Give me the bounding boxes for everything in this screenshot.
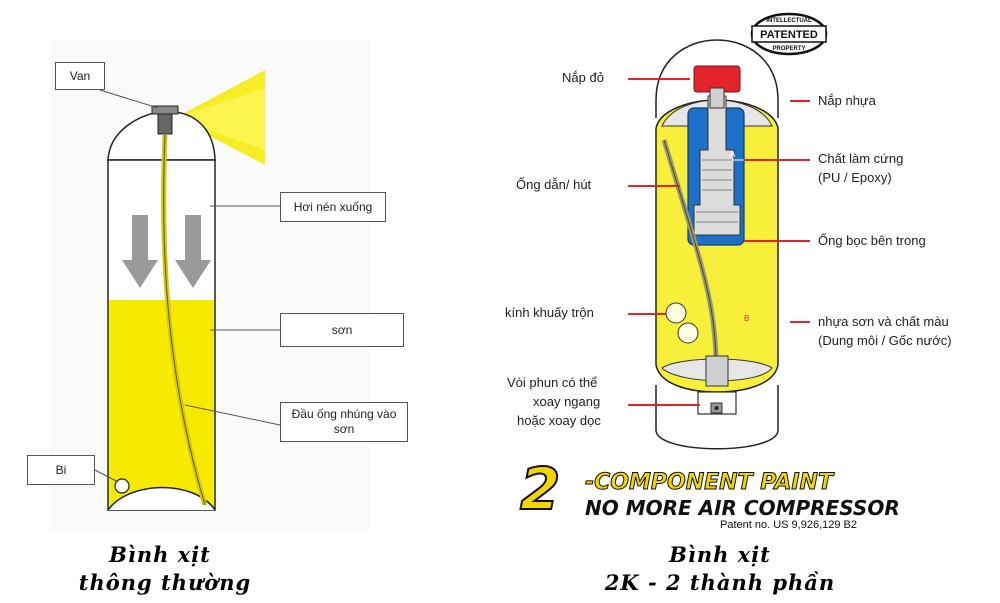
resin-label: nhựa sơn và chất màu xyxy=(818,314,949,329)
ball-text: Bi xyxy=(55,462,67,477)
inner-sleeve-label: Ống bọc bên trong xyxy=(818,233,926,248)
left-caption-line2: thông thường xyxy=(78,570,252,595)
badge-bottom-text: PROPERTY xyxy=(772,46,805,52)
nozzle-label-line1: Vòi phun có thể xyxy=(507,375,598,390)
marker-a: A xyxy=(730,150,736,159)
paint-label: sơn xyxy=(280,313,404,347)
dip-tube-text: Đầu ống nhúng vào sơn xyxy=(291,407,397,436)
hardener-label: Chất làm cứng xyxy=(818,151,904,166)
compression-arrows xyxy=(122,215,211,288)
right-caption-line2: 2K - 2 thành phần xyxy=(604,570,836,595)
resin-sub-label: (Dung môi / Gốc nước) xyxy=(818,333,952,348)
dip-tube-label: Đầu ống nhúng vào sơn xyxy=(280,402,408,442)
badge-top-text: INTELLECTUAL xyxy=(766,18,812,24)
tube-label: Ống dẫn/ hút xyxy=(516,177,592,192)
nozzle-label-line3: hoặc xoay dọc xyxy=(517,413,601,428)
mixing-ball-label: kính khuấy trộn xyxy=(505,305,594,320)
patented-badge: INTELLECTUAL PATENTED PROPERTY xyxy=(750,12,828,56)
compressed-gas-label: Hơi nén xuống xyxy=(280,192,386,222)
hardener-sub-label: (PU / Epoxy) xyxy=(818,170,892,185)
plastic-cap-label: Nắp nhựa xyxy=(818,93,876,108)
red-cap-label: Nắp đỏ xyxy=(562,70,604,85)
brand-number: 2 xyxy=(519,454,561,524)
valve-label: Van xyxy=(55,62,105,90)
patent-number: Patent no. US 9,926,129 B2 xyxy=(720,519,857,531)
paint-text: sơn xyxy=(331,322,353,337)
brand-line1: -COMPONENT PAINT xyxy=(585,470,834,496)
ball-label: Bi xyxy=(27,455,95,485)
left-caption-line1: Bình xịt xyxy=(109,542,211,567)
brand-line2: NO MORE AIR COMPRESSOR xyxy=(585,496,900,520)
nozzle-label-line2: xoay ngang xyxy=(533,394,601,409)
marker-b: B xyxy=(744,314,750,323)
badge-mid-text: PATENTED xyxy=(760,29,818,41)
valve-label-text: Van xyxy=(69,68,91,83)
right-caption-line1: Bình xịt xyxy=(669,542,771,567)
compressed-gas-text: Hơi nén xuống xyxy=(293,199,373,214)
